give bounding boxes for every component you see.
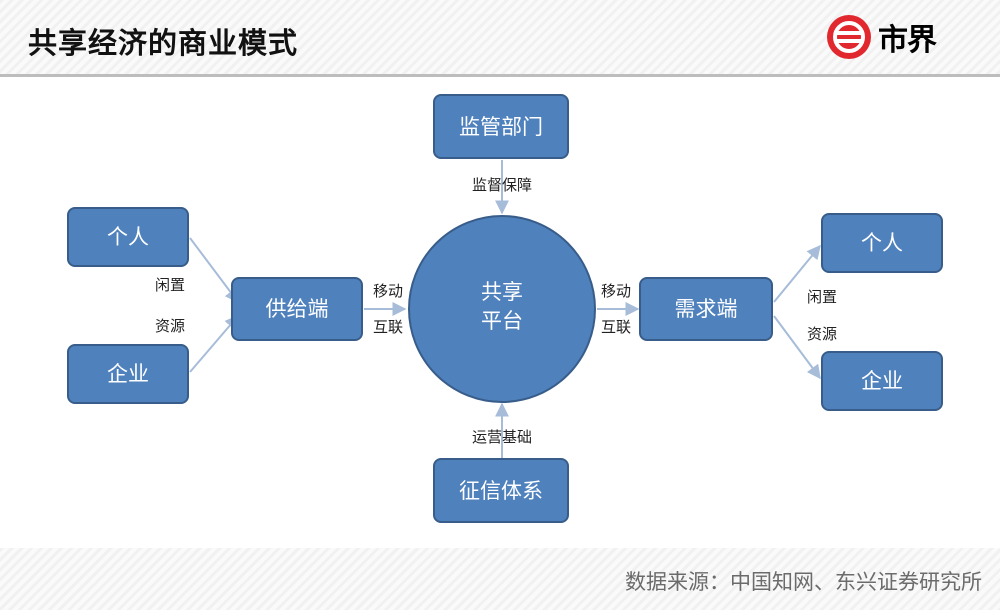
supply-person-label: 个人 — [107, 225, 149, 249]
arrow-supply-person — [189, 237, 239, 304]
demand-resource-label: 资源 — [807, 325, 837, 343]
platform-node: 共享 平台 — [408, 215, 596, 403]
credit-system-label: 征信体系 — [459, 479, 543, 503]
demand-label: 需求端 — [675, 297, 738, 321]
supply-person-node: 个人 — [67, 207, 189, 267]
supply-enterprise-node: 企业 — [67, 344, 189, 404]
brand-logo: 市界 — [826, 14, 937, 60]
credit-system-node: 征信体系 — [433, 458, 569, 523]
demand-enterprise-label: 企业 — [861, 369, 903, 393]
demand-enterprise-node: 企业 — [821, 351, 943, 411]
supply-resource-label: 资源 — [155, 317, 185, 335]
platform-label-line1: 共享 — [481, 280, 523, 304]
demand-person-label: 个人 — [861, 231, 903, 255]
supply-mobile-label: 移动 — [373, 282, 403, 300]
regulator-label: 监管部门 — [459, 115, 543, 139]
arrow-supply-enterprise — [189, 314, 239, 373]
demand-person-node: 个人 — [821, 213, 943, 273]
supervision-label: 监督保障 — [472, 176, 532, 194]
footer-bar — [0, 548, 1000, 610]
arrow-demand-person — [773, 244, 821, 303]
supply-internet-label: 互联 — [373, 318, 403, 336]
operation-basis-label: 运营基础 — [472, 428, 532, 446]
data-source-note: 数据来源：中国知网、东兴证券研究所 — [625, 570, 982, 594]
connectors — [189, 160, 821, 458]
header-divider — [0, 74, 1000, 77]
page-title: 共享经济的商业模式 — [28, 26, 299, 60]
supply-enterprise-label: 企业 — [107, 362, 149, 386]
logo-icon — [827, 15, 871, 59]
logo-text: 市界 — [878, 23, 937, 58]
regulator-node: 监管部门 — [433, 94, 569, 159]
demand-mobile-label: 移动 — [601, 282, 631, 300]
supply-label: 供给端 — [266, 297, 329, 321]
demand-node: 需求端 — [639, 277, 773, 341]
arrow-demand-enterprise — [773, 315, 821, 380]
demand-internet-label: 互联 — [601, 318, 631, 336]
supply-node: 供给端 — [231, 277, 363, 341]
supply-idle-label: 闲置 — [155, 276, 185, 294]
platform-label-line2: 平台 — [481, 309, 523, 333]
demand-idle-label: 闲置 — [807, 288, 837, 306]
